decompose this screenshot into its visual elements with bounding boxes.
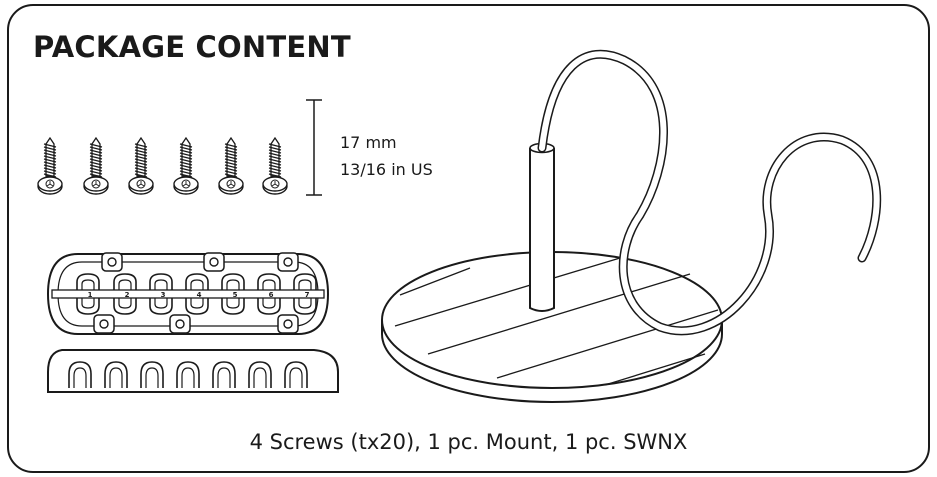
holder-tab xyxy=(101,252,123,272)
package-caption: 4 Screws (tx20), 1 pc. Mount, 1 pc. SWNX xyxy=(249,430,688,454)
screw-3 xyxy=(128,137,154,195)
holder-tab xyxy=(277,314,299,334)
screw-4 xyxy=(173,137,199,195)
slot-number: 4 xyxy=(197,291,202,299)
slot-number: 5 xyxy=(233,291,238,299)
slot-number: 6 xyxy=(269,291,274,299)
slot-number: 2 xyxy=(125,291,130,299)
mount-base xyxy=(381,251,723,403)
screw-length-imperial: 13/16 in US xyxy=(340,160,433,179)
screws-group xyxy=(37,137,288,195)
slot-number: 7 xyxy=(305,291,310,299)
cable-holder-top: 1 2 3 4 5 6 7 xyxy=(46,252,330,335)
slot-number: 1 xyxy=(88,291,93,299)
screw-2 xyxy=(83,137,109,195)
screw-length-metric: 17 mm xyxy=(340,133,397,152)
mount-post xyxy=(529,142,555,312)
dimension-bracket xyxy=(306,99,322,196)
holder-tab xyxy=(277,252,299,272)
holder-tab xyxy=(169,314,191,334)
page-title: PACKAGE CONTENT xyxy=(33,30,351,64)
cable-holder-bottom xyxy=(47,349,339,393)
holder-tab xyxy=(203,252,225,272)
swnx-cable xyxy=(537,49,882,336)
holder-tab xyxy=(93,314,115,334)
screw-5 xyxy=(218,137,244,195)
slot-number: 3 xyxy=(161,291,166,299)
screw-6 xyxy=(262,137,288,195)
content-frame xyxy=(7,4,930,473)
screw-1 xyxy=(37,137,63,195)
